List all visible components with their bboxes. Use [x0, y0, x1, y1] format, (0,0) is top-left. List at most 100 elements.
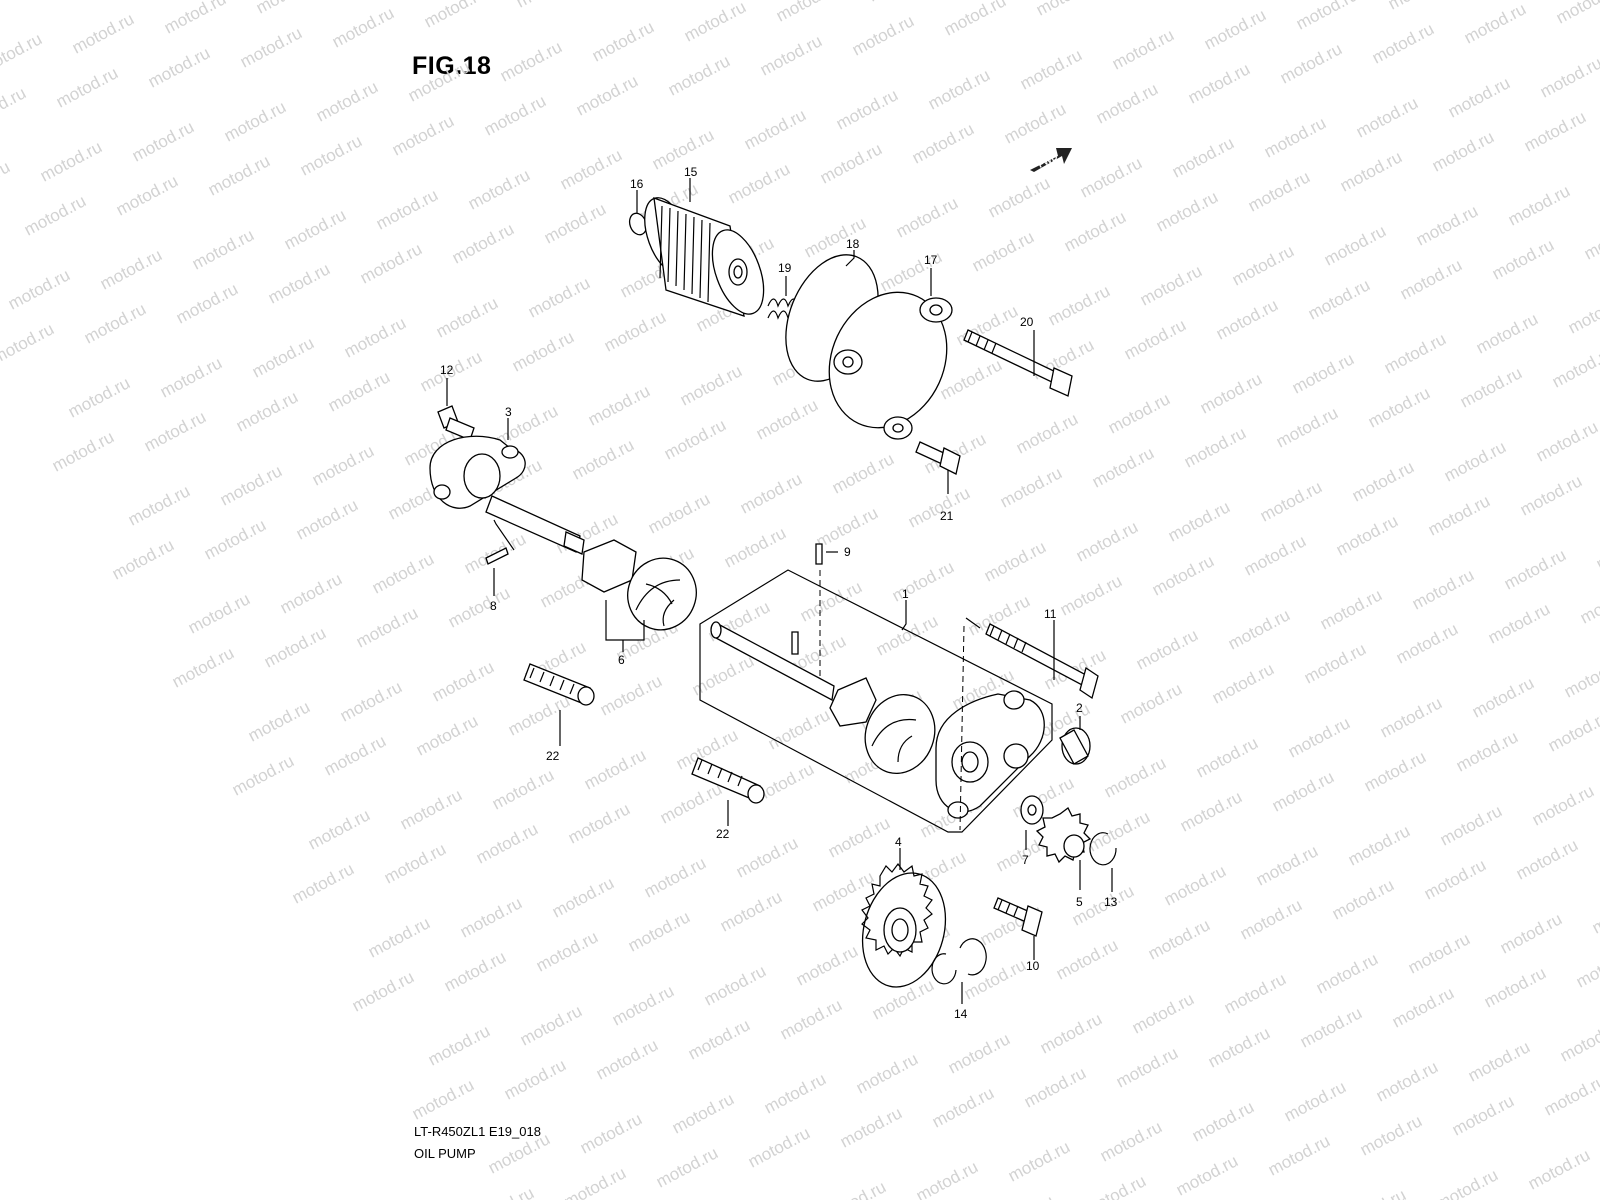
watermark-text: motod.ru — [681, 0, 749, 46]
watermark-text: motod.ru — [1145, 915, 1213, 963]
watermark-text: motod.ru — [1057, 571, 1125, 619]
callout-22-upper: 22 — [546, 749, 560, 763]
part-22-dowel-upper — [523, 663, 595, 706]
watermark-text: motod.ru — [145, 43, 213, 91]
watermark-text: motod.ru — [1205, 1023, 1273, 1071]
watermark-text: motod.ru — [185, 589, 253, 637]
watermark-text: motod.ru — [0, 83, 29, 131]
watermark-text: motod.ru — [325, 367, 393, 415]
watermark-text: motod.ru — [0, 319, 57, 367]
watermark-text: motod.ru — [1137, 261, 1205, 309]
watermark-text: motod.ru — [1549, 343, 1600, 391]
watermark-text: motod.ru — [1229, 241, 1297, 289]
watermark-text: motod.ru — [1113, 1043, 1181, 1091]
watermark-text: motod.ru — [1449, 1091, 1517, 1139]
watermark-text: motod.ru — [1301, 639, 1369, 687]
watermark-text: motod.ru — [1545, 707, 1600, 755]
watermark-text: motod.ru — [1289, 349, 1357, 397]
watermark-text: motod.ru — [701, 961, 769, 1009]
watermark-text: motod.ru — [245, 697, 313, 745]
watermark-text: motod.ru — [829, 449, 897, 497]
watermark-text: motod.ru — [1441, 437, 1509, 485]
watermark-text: motod.ru — [201, 515, 269, 563]
watermark-text: motod.ru — [1181, 423, 1249, 471]
watermark-text: motod.ru — [1077, 153, 1145, 201]
watermark-text: motod.ru — [753, 395, 821, 443]
watermark-text: motod.ru — [989, 1191, 1057, 1200]
watermark-text: motod.ru — [497, 37, 565, 85]
watermark-text: motod.ru — [1573, 943, 1600, 991]
watermark-text: motod.ru — [825, 813, 893, 861]
callout-3: 3 — [505, 405, 512, 419]
watermark-text: motod.ru — [0, 0, 61, 4]
watermark-text: motod.ru — [1421, 855, 1489, 903]
callout-19: 19 — [778, 261, 792, 275]
watermark-text: motod.ru — [513, 0, 581, 12]
watermark-text: motod.ru — [265, 259, 333, 307]
callout-14: 14 — [954, 1007, 968, 1021]
watermark-text: motod.ru — [365, 913, 433, 961]
watermark-text: motod.ru — [777, 995, 845, 1043]
watermark-text: motod.ru — [1261, 113, 1329, 161]
watermark-text: motod.ru — [541, 199, 609, 247]
watermark-text: motod.ru — [1389, 983, 1457, 1031]
watermark-text: motod.ru — [109, 535, 177, 583]
part-17-oil-filter-cap — [828, 291, 953, 440]
watermark-text: motod.ru — [929, 1083, 997, 1131]
watermark-text: motod.ru — [1153, 187, 1221, 235]
callout-22-lower: 22 — [716, 827, 730, 841]
watermark-text: motod.ru — [413, 711, 481, 759]
watermark-text: motod.ru — [1521, 107, 1589, 155]
watermark-text: motod.ru — [189, 225, 257, 273]
watermark-text: motod.ru — [1433, 1165, 1501, 1200]
watermark-text: motod.ru — [597, 671, 665, 719]
part-3-pump-cover — [429, 435, 585, 555]
watermark-text: motod.ru — [1329, 875, 1397, 923]
watermark-text: motod.ru — [1481, 963, 1549, 1011]
watermark-text: motod.ru — [97, 245, 165, 293]
watermark-text: motod.ru — [173, 279, 241, 327]
watermark-text: motod.ru — [321, 731, 389, 779]
watermark-text: motod.ru — [937, 355, 1005, 403]
watermark-text: motod.ru — [1265, 1131, 1333, 1179]
watermark-text: motod.ru — [1485, 599, 1553, 647]
watermark-text: motod.ru — [1565, 289, 1600, 337]
watermark-text: motod.ru — [1133, 625, 1201, 673]
watermark-text: motod.ru — [1525, 1145, 1593, 1193]
part-9-pin — [815, 543, 823, 565]
watermark-text: motod.ru — [481, 91, 549, 139]
part-20-bolt — [963, 329, 1073, 397]
watermark-text: motod.ru — [69, 9, 137, 57]
part-7-washer — [1020, 795, 1044, 825]
watermark-text: motod.ru — [1517, 471, 1585, 519]
watermark-text: motod.ru — [577, 1109, 645, 1157]
watermark-text: motod.ru — [773, 0, 841, 26]
watermark-text: motod.ru — [757, 31, 825, 79]
watermark-text: motod.ru — [293, 495, 361, 543]
watermark-text: motod.ru — [685, 1015, 753, 1063]
watermark-text: motod.ru — [1173, 1151, 1241, 1199]
watermark-text: motod.ru — [865, 0, 933, 6]
watermark-text: motod.ru — [1209, 659, 1277, 707]
part-21-bolt — [915, 441, 961, 475]
watermark-text: motod.ru — [337, 677, 405, 725]
watermark-text: motod.ru — [1345, 821, 1413, 869]
watermark-text: motod.ru — [357, 239, 425, 287]
part-14-circlip — [931, 938, 987, 985]
watermark-text: motod.ru — [249, 333, 317, 381]
watermark-text: motod.ru — [1161, 861, 1229, 909]
watermark-text: motod.ru — [229, 751, 297, 799]
watermark-text: motod.ru — [1533, 417, 1600, 465]
watermark-text: motod.ru — [1489, 235, 1557, 283]
watermark-text: motod.ru — [1505, 181, 1573, 229]
watermark-text: motod.ru — [1305, 275, 1373, 323]
watermark-text: motod.ru — [509, 327, 577, 375]
watermark-text: motod.ru — [369, 549, 437, 597]
watermark-text: motod.ru — [53, 63, 121, 111]
callout-5: 5 — [1076, 895, 1083, 909]
watermark-text: motod.ru — [1257, 477, 1325, 525]
watermark-text: motod.ru — [1005, 1137, 1073, 1185]
watermark-text: motod.ru — [465, 165, 533, 213]
watermark-text: motod.ru — [81, 299, 149, 347]
